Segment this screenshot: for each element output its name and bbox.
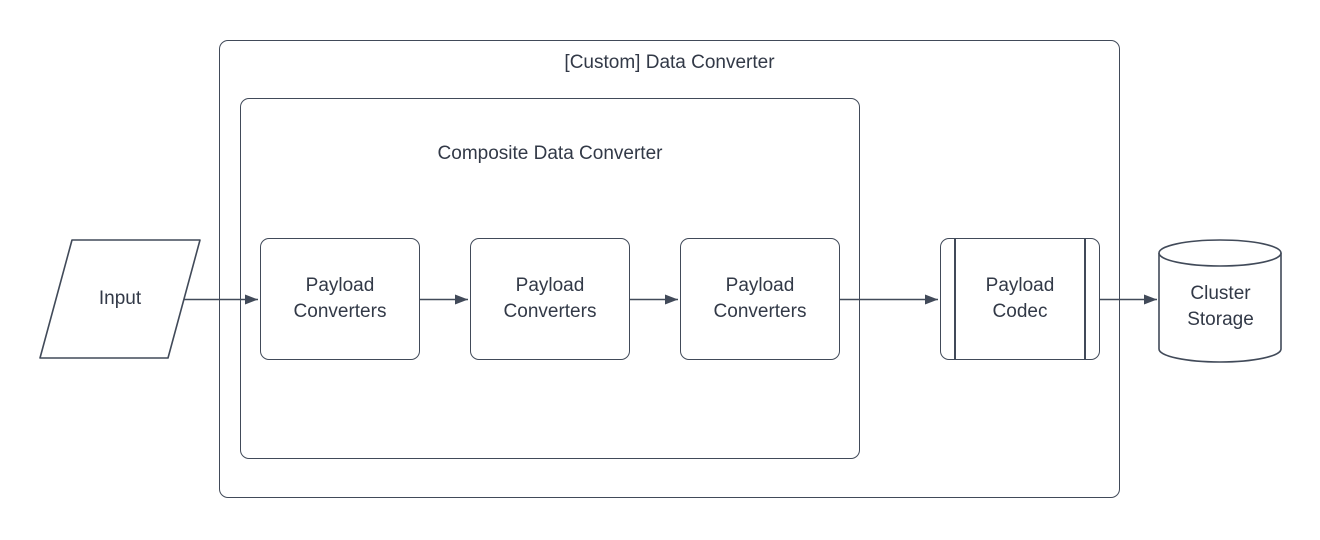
cluster-storage-label: Cluster Storage — [1187, 283, 1254, 330]
payload-codec-right-strip — [1084, 239, 1086, 359]
cluster-storage-cylinder-body — [1158, 253, 1282, 363]
input-node: Input — [40, 240, 200, 358]
cluster-storage-node: Cluster Storage — [1159, 252, 1282, 362]
payload-codec-label: Payload Codec — [985, 275, 1055, 322]
payload-converters-box-3: Payload Converters — [680, 238, 840, 360]
custom-data-converter-container: [Custom] Data Converter — [219, 40, 1120, 498]
composite-data-converter-container: Composite Data Converter — [240, 98, 860, 459]
cluster-storage-cylinder-top — [1158, 239, 1282, 267]
payload-converters-label-1: Payload Converters — [293, 275, 387, 322]
composite-data-converter-title: Composite Data Converter — [437, 143, 663, 164]
input-label: Input — [98, 288, 142, 309]
payload-converters-box-2: Payload Converters — [470, 238, 630, 360]
input-parallelogram-shape — [39, 239, 201, 359]
payload-converters-label-3: Payload Converters — [713, 275, 807, 322]
custom-data-converter-title: [Custom] Data Converter — [564, 52, 775, 73]
payload-codec-box: Payload Codec — [940, 238, 1100, 360]
payload-converters-label-2: Payload Converters — [503, 275, 597, 322]
payload-codec-left-strip — [954, 239, 956, 359]
payload-converters-box-1: Payload Converters — [260, 238, 420, 360]
